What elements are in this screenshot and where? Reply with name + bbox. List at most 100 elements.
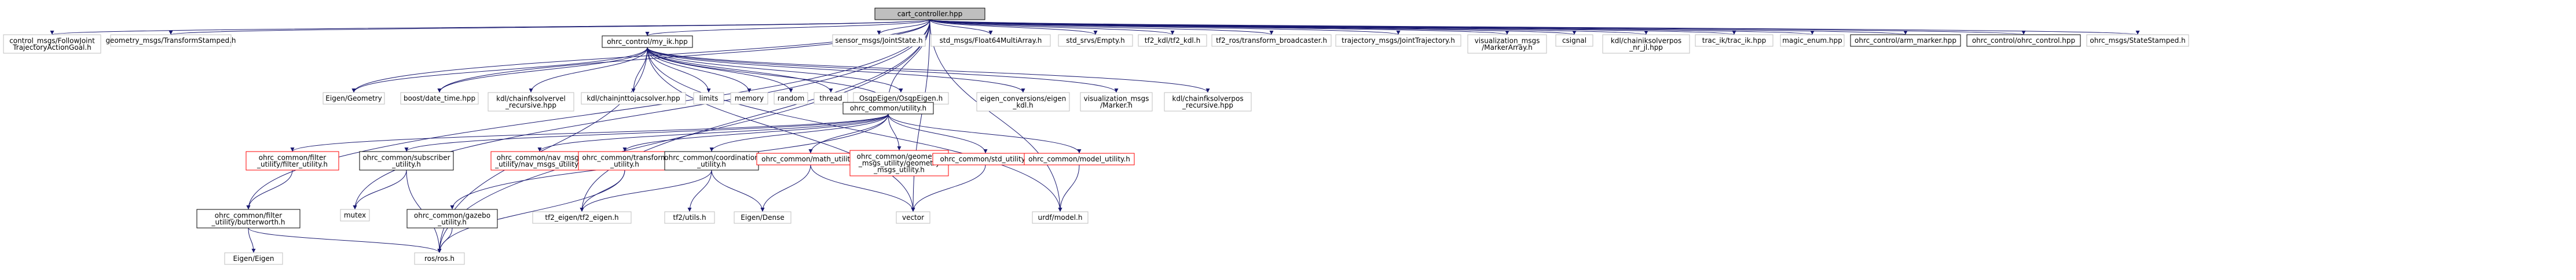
node-label-chainfksolvervel-1: _recursive.hpp bbox=[505, 101, 556, 109]
node-followjoint: control_msgs/FollowJointTrajectoryAction… bbox=[3, 34, 101, 54]
node-subscriber[interactable]: ohrc_common/subscriber_utility.h bbox=[359, 151, 454, 171]
node-label-jointstate-0: sensor_msgs/JointState.h bbox=[835, 36, 922, 45]
node-eigenconv: eigen_conversions/eigen_kdl.h bbox=[976, 92, 1070, 112]
edge-butterworth-to-rosros bbox=[248, 227, 442, 253]
edge-coordination-to-eigendense bbox=[711, 170, 765, 212]
node-transformstamped: geometry_msgs/TransformStamped.h bbox=[105, 34, 236, 47]
node-label-chainfksolvervel-0: kdl/chainfksolvervel bbox=[496, 94, 566, 102]
edge-cart-to-jointtraj bbox=[929, 19, 1401, 35]
node-label-vector-0: vector bbox=[902, 213, 924, 222]
node-marker: visualization_msgs/Marker.h bbox=[1080, 92, 1153, 112]
edge-butterworth-to-eigeneigen bbox=[248, 227, 256, 253]
edge-utility-to-stdutil bbox=[888, 113, 988, 154]
node-myik[interactable]: ohrc_control/my_ik.hpp bbox=[602, 35, 693, 48]
edge-cart-to-boostdt bbox=[437, 19, 930, 93]
node-label-eigenconv-1: _kdl.h bbox=[1012, 101, 1033, 109]
edge-mathutil-to-vector bbox=[810, 164, 915, 212]
node-label-eigeneigen-0: Eigen/Eigen bbox=[233, 255, 274, 263]
node-statestamped: ohrc_msgs/StateStamped.h bbox=[2086, 34, 2189, 47]
node-box-mutex bbox=[340, 209, 370, 222]
node-label-tf2eigen-0: tf2_eigen/tf2_eigen.h bbox=[545, 213, 618, 222]
edge-cart-to-mutex bbox=[353, 19, 930, 210]
node-label-thread-0: thread bbox=[819, 94, 842, 102]
node-cart[interactable]: cart_controller.hpp bbox=[874, 8, 985, 20]
node-box-marker bbox=[1080, 92, 1153, 112]
node-gazebo[interactable]: ohrc_common/gazebo_utility.h bbox=[406, 209, 498, 229]
node-box-chainiksolver bbox=[1602, 34, 1690, 54]
edge-myik-to-thread bbox=[647, 47, 833, 93]
node-jointstate: sensor_msgs/JointState.h bbox=[832, 34, 926, 47]
node-filterutility[interactable]: ohrc_common/filter_utility/filter_utilit… bbox=[245, 151, 339, 171]
node-box-thread bbox=[814, 92, 848, 105]
edge-cart-to-tf2broadcaster bbox=[929, 19, 1274, 35]
node-box-csignal bbox=[1555, 34, 1593, 47]
edge-myik-to-marker bbox=[647, 47, 1119, 93]
node-label-random-0: random bbox=[778, 94, 805, 102]
edge-stdutil-to-vector bbox=[911, 164, 986, 212]
node-label-mutex-0: mutex bbox=[344, 211, 366, 219]
node-label-utility-0: ohrc_common/utility.h bbox=[850, 104, 926, 112]
node-box-boostdt bbox=[400, 92, 479, 105]
node-label-float64-0: std_msgs/Float64MultiArray.h bbox=[940, 36, 1042, 45]
node-chainiksolver: kdl/chainiksolverpos_nr_jl.hpp bbox=[1602, 34, 1690, 54]
node-box-magicenum bbox=[1780, 34, 1845, 47]
node-transformutil[interactable]: ohrc_common/transform_utility.h bbox=[578, 151, 672, 171]
node-label-memory-0: memory bbox=[735, 94, 764, 102]
node-box-modelutil bbox=[1024, 153, 1135, 165]
edge-transformutil-to-tf2eigen bbox=[580, 170, 625, 212]
node-box-geommsgs bbox=[849, 150, 949, 176]
node-geommsgs[interactable]: ohrc_common/geometry_msgs_utility/geomet… bbox=[849, 150, 949, 176]
node-modelutil[interactable]: ohrc_common/model_utility.h bbox=[1024, 153, 1135, 165]
node-box-tracik bbox=[1695, 34, 1773, 47]
node-label-filterutility-1: _utility/filter_utility.h bbox=[256, 160, 328, 168]
node-float64: std_msgs/Float64MultiArray.h bbox=[930, 34, 1051, 47]
edge-cart-to-armmarker bbox=[929, 19, 1907, 35]
node-box-subscriber bbox=[359, 151, 454, 171]
node-label-navmsgs-1: _utility/nav_msgs_utility.h bbox=[494, 160, 584, 168]
node-box-tf2utils bbox=[664, 211, 715, 224]
node-jointtraj: trajectory_msgs/JointTrajectory.h bbox=[1335, 34, 1461, 47]
node-limits: limits bbox=[693, 92, 724, 105]
node-coordination[interactable]: ohrc_common/coordination_utility.h bbox=[664, 151, 759, 171]
node-armmarker[interactable]: ohrc_control/arm_marker.hpp bbox=[1850, 34, 1961, 47]
node-box-urdfmodel bbox=[1032, 211, 1089, 224]
node-box-eigenconv bbox=[976, 92, 1070, 112]
node-eigendense: Eigen/Dense bbox=[734, 211, 792, 224]
node-label-tf2broadcaster-0: tf2_ros/transform_broadcaster.h bbox=[1216, 36, 1327, 45]
node-label-gazebo-1: _utility.h bbox=[437, 218, 467, 226]
edge-cart-to-float64 bbox=[929, 19, 993, 35]
node-ohrccontrol[interactable]: ohrc_control/ohrc_control.hpp bbox=[1966, 34, 2081, 47]
node-mutex: mutex bbox=[340, 209, 370, 222]
node-box-jointtraj bbox=[1335, 34, 1461, 47]
node-label-stdempty-0: std_srvs/Empty.h bbox=[1066, 36, 1125, 45]
node-box-statestamped bbox=[2086, 34, 2189, 47]
node-stdutil[interactable]: ohrc_common/std_utility.h bbox=[932, 153, 1039, 165]
edge-coordination-to-tf2utils bbox=[687, 170, 712, 212]
edge-transformutil-to-rosros bbox=[437, 170, 625, 253]
edge-cart-to-utility bbox=[886, 19, 930, 103]
node-csignal: csignal bbox=[1555, 34, 1593, 47]
node-box-followjoint bbox=[3, 34, 101, 54]
node-label-butterworth-0: ohrc_common/filter bbox=[215, 211, 283, 219]
node-random: random bbox=[774, 92, 808, 105]
node-box-armmarker bbox=[1850, 34, 1961, 47]
edge-cart-to-vector bbox=[911, 19, 930, 212]
node-utility[interactable]: ohrc_common/utility.h bbox=[842, 102, 934, 115]
edge-cart-to-magicenum bbox=[929, 19, 1814, 35]
node-label-chainiksolver-0: kdl/chainiksolverpos bbox=[1611, 36, 1681, 45]
edge-myik-to-osqpeigen bbox=[647, 47, 903, 93]
edge-utility-to-subscriber bbox=[404, 113, 889, 152]
node-stdempty: std_srvs/Empty.h bbox=[1058, 34, 1133, 47]
edge-utility-to-geommsgs bbox=[888, 113, 902, 151]
node-butterworth[interactable]: ohrc_common/filter_utility/butterworth.h bbox=[196, 209, 301, 229]
node-navmsgs[interactable]: ohrc_common/nav_msgs_utility/nav_msgs_ut… bbox=[490, 151, 589, 171]
node-label-coordination-1: _utility.h bbox=[697, 160, 726, 168]
node-label-eigengeom-0: Eigen/Geometry bbox=[325, 94, 382, 102]
node-markerarray: visualization_msgs/MarkerArray.h bbox=[1467, 34, 1547, 54]
node-mathutil[interactable]: ohrc_common/math_utility.h bbox=[756, 153, 865, 165]
node-box-cart bbox=[874, 8, 985, 20]
node-box-random bbox=[774, 92, 808, 105]
node-vector: vector bbox=[896, 211, 930, 224]
node-label-navmsgs-0: ohrc_common/nav_msgs bbox=[497, 153, 582, 161]
node-urdfmodel: urdf/model.h bbox=[1032, 211, 1089, 224]
